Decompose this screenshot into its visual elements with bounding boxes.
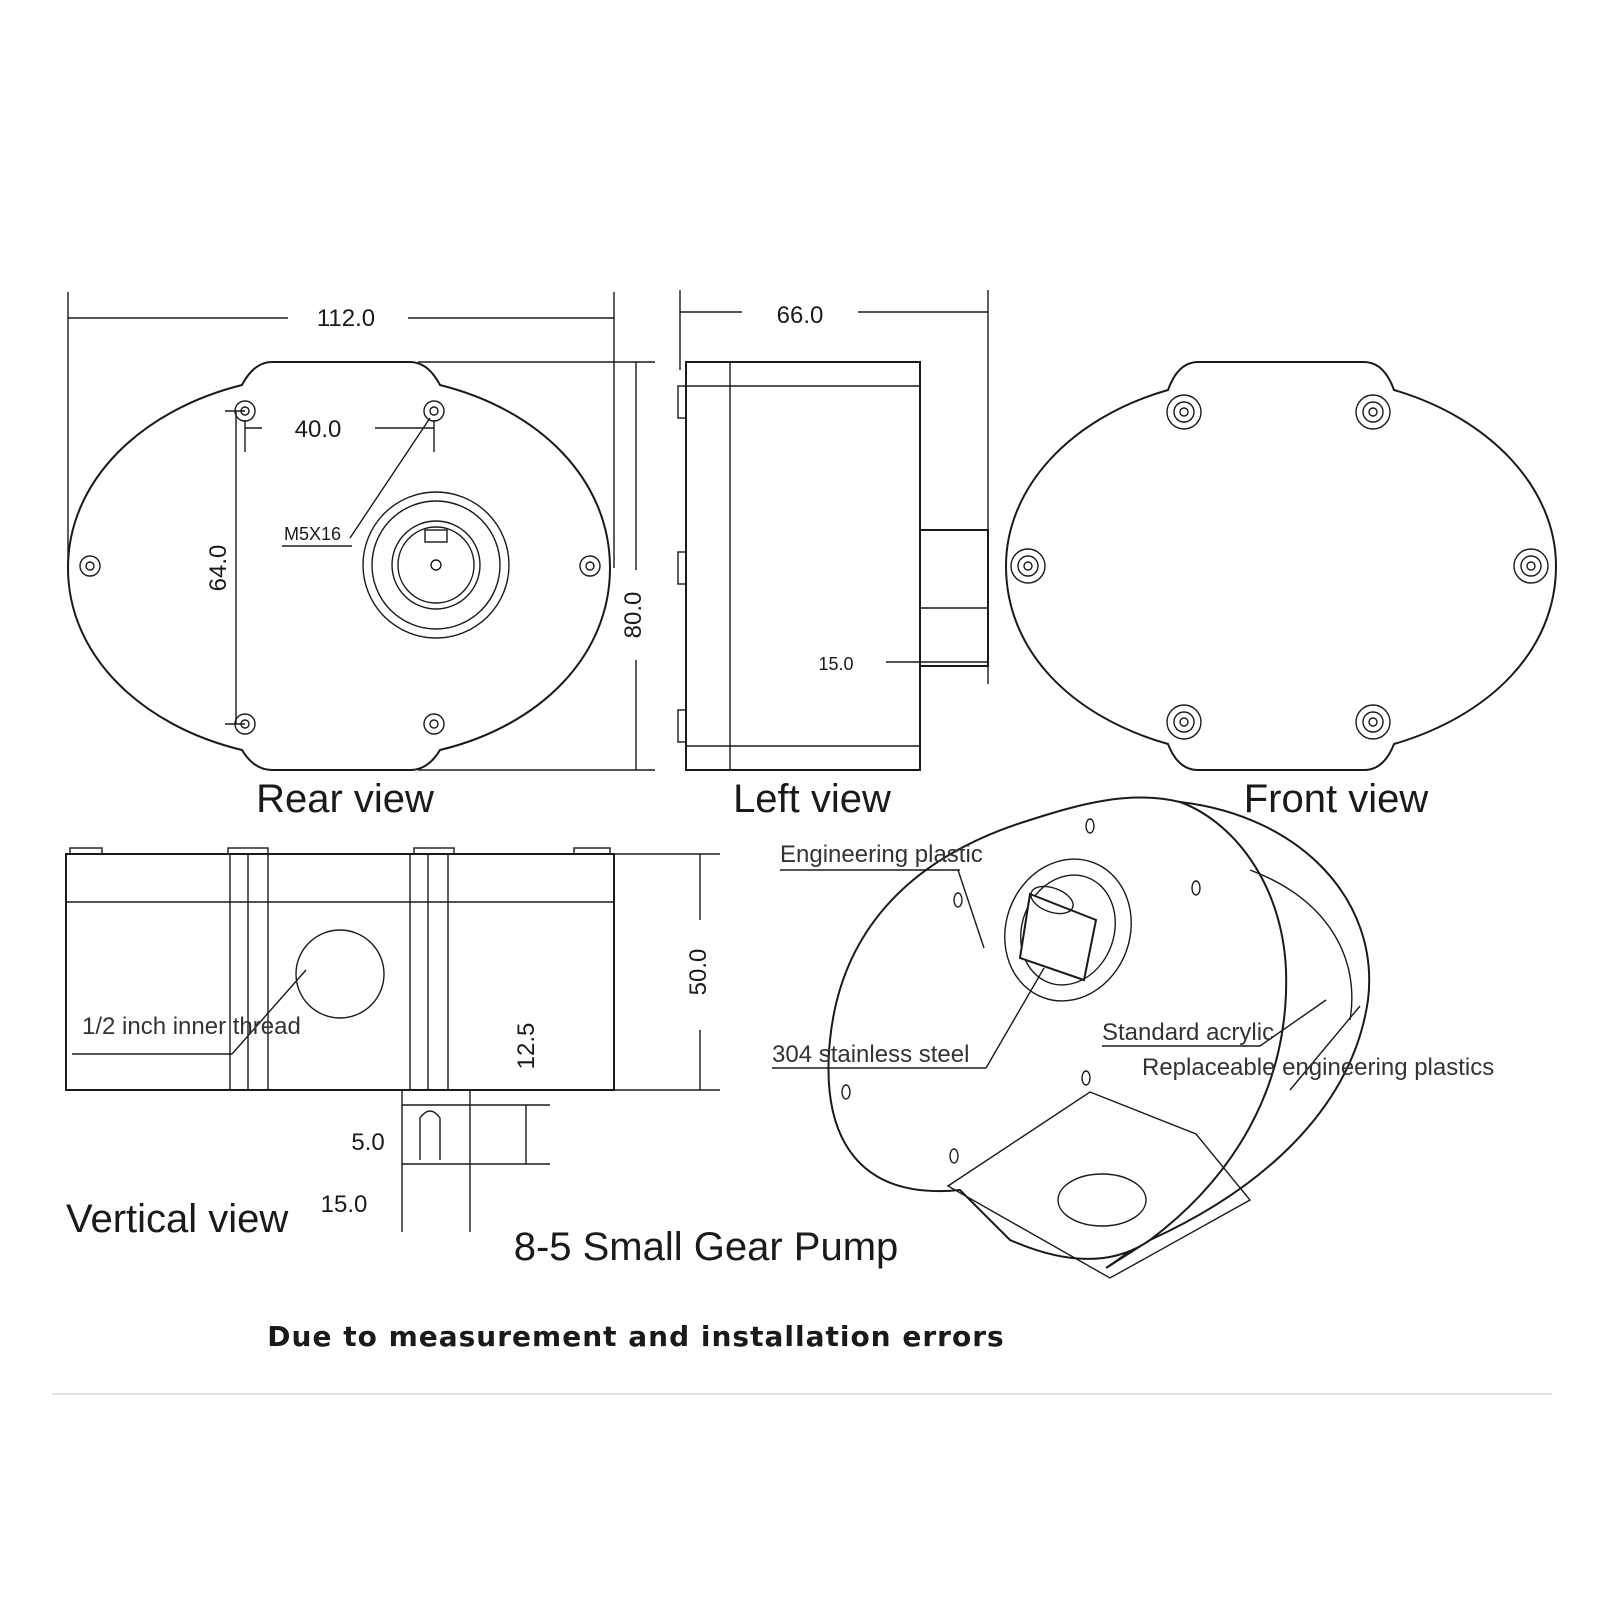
- rear-view-housing: [66, 361, 612, 771]
- port-thread: [295, 929, 385, 1019]
- iso-port-face: [946, 1091, 1252, 1279]
- front-bolts: [1010, 394, 1549, 740]
- left-view-body: [685, 361, 921, 771]
- iso-shaft: [1018, 892, 1098, 982]
- isometric-view: Engineering plastic 304 stainless steel …: [772, 796, 1494, 1279]
- iso-holes: [841, 818, 1201, 1164]
- rear-hole-right: [579, 555, 601, 577]
- rear-shaft-bearing: [391, 520, 481, 610]
- height-label: 80.0: [620, 592, 647, 639]
- depth-label: 66.0: [777, 302, 824, 329]
- acrylic-callout: Standard acrylic: [1102, 1019, 1274, 1046]
- acrylic-leader: [1259, 999, 1327, 1047]
- port-offset-label: 12.5: [513, 1023, 540, 1070]
- rear-shaft-key: [424, 529, 448, 543]
- left-view-shaft: [919, 529, 989, 667]
- hole-spacing-y-label: 64.0: [205, 545, 232, 592]
- rear-width-label: 112.0: [317, 305, 375, 332]
- thread-leader: [231, 969, 307, 1055]
- rear-view-label: Rear view: [256, 777, 434, 821]
- shaft-length-label: 15.0: [818, 654, 853, 674]
- rear-hole-br: [423, 713, 445, 735]
- vertical-height-label: 50.0: [685, 949, 712, 996]
- left-view-label: Left view: [733, 777, 891, 821]
- vertical-view: 1/2 inch inner thread 50.0 12.5 5.0 15.0…: [65, 847, 720, 1241]
- shaft-diameter-label: 5.0: [351, 1129, 384, 1156]
- replaceable-callout: Replaceable engineering plastics: [1142, 1054, 1494, 1081]
- left-view: 66.0 15.0 Left view: [677, 290, 989, 821]
- plastic-leader: [957, 869, 985, 949]
- front-view-housing: [1004, 361, 1558, 771]
- thread-callout: 1/2 inch inner thread: [82, 1013, 301, 1040]
- shaft-length-vertical-label: 15.0: [321, 1191, 368, 1218]
- vertical-view-body: [65, 853, 615, 1091]
- rear-boss-outer: [362, 491, 510, 639]
- rear-hole-left: [79, 555, 101, 577]
- vertical-shaft: [419, 1110, 441, 1160]
- iso-port: [1057, 1173, 1147, 1227]
- screw-label: M5X16: [284, 524, 341, 544]
- stainless-leader: [985, 967, 1045, 1069]
- rear-view: 112.0 40.0 64.0 M5X16: [66, 292, 655, 821]
- iso-front-face: [827, 796, 1288, 1260]
- disclaimer-note: Due to measurement and installation erro…: [267, 1320, 1004, 1353]
- iso-bearing: [1004, 858, 1132, 1002]
- plastic-callout: Engineering plastic: [780, 841, 983, 868]
- front-view: Front view: [1004, 361, 1558, 821]
- vertical-view-label: Vertical view: [66, 1197, 288, 1241]
- front-view-label: Front view: [1244, 777, 1429, 821]
- screw-leader: [349, 417, 431, 539]
- hole-spacing-x-label: 40.0: [295, 416, 342, 443]
- replaceable-leader: [1289, 1005, 1361, 1091]
- stainless-callout: 304 stainless steel: [772, 1041, 969, 1068]
- drawing-title: 8-5 Small Gear Pump: [514, 1225, 899, 1269]
